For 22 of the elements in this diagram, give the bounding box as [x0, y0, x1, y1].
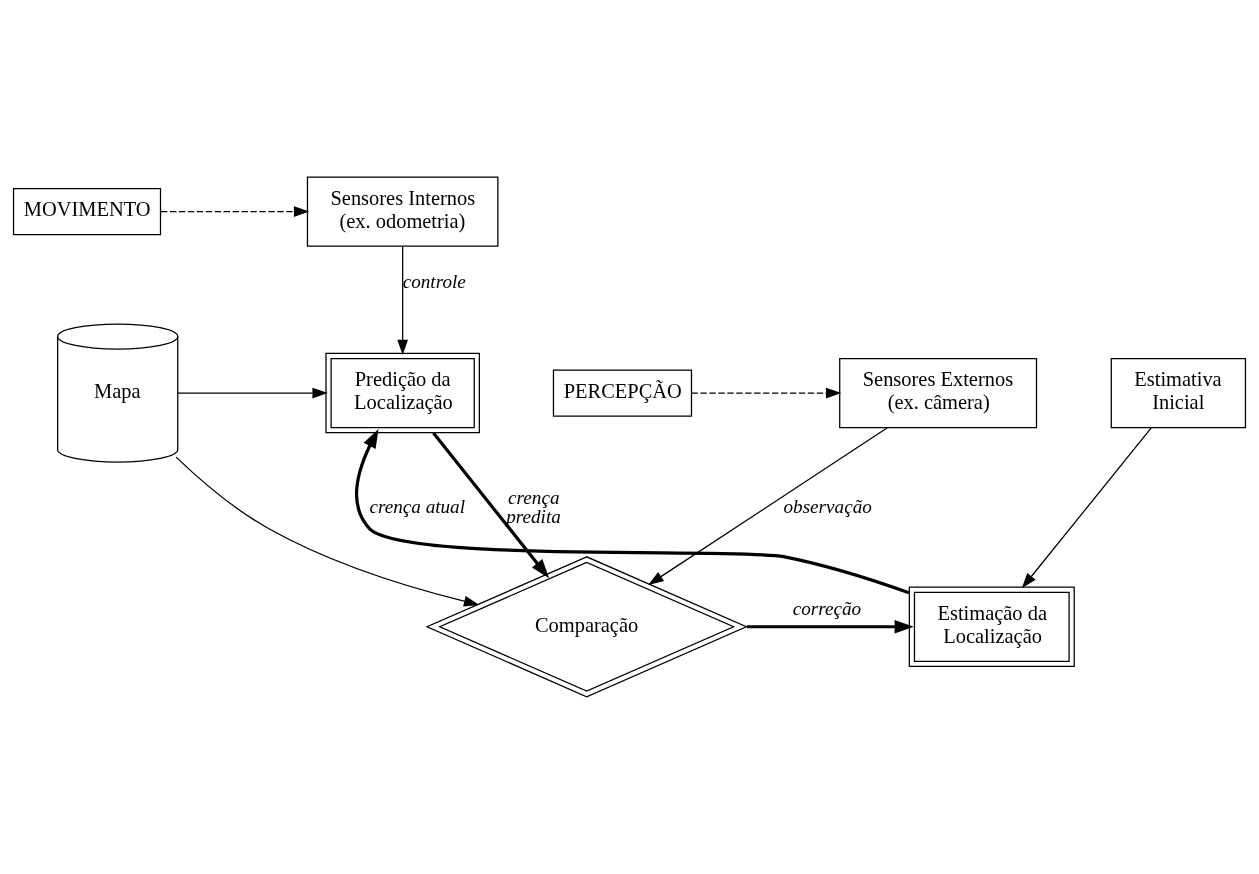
edge-label: crença atual: [369, 495, 466, 517]
arrow: [177, 387, 328, 399]
arrow: [160, 206, 310, 217]
node-box: Sensores Externos (ex. câmera): [839, 357, 1038, 429]
edge-label: observação: [783, 495, 872, 517]
arrow: [175, 456, 480, 607]
edge-label: correção: [792, 598, 862, 620]
arrow: [690, 387, 842, 399]
arrow: [397, 245, 409, 356]
node-box: PERCEPÇÃO: [552, 369, 693, 417]
edge-label: crença predita: [506, 487, 561, 528]
arrow: [648, 427, 889, 585]
node-box: MOVIMENTO: [12, 187, 162, 236]
arrow: [432, 432, 550, 579]
node-box: Sensores Internos (ex. odometria): [306, 176, 499, 247]
arrow: [1021, 427, 1152, 589]
edge-label: controle: [402, 271, 466, 293]
node-box: Estimação da Localização: [908, 586, 1075, 667]
arrow: [355, 428, 910, 595]
node-box: Predição da Localização: [325, 352, 480, 434]
arrow: [746, 620, 914, 634]
node-box: Estimativa Inicial: [1110, 357, 1247, 429]
